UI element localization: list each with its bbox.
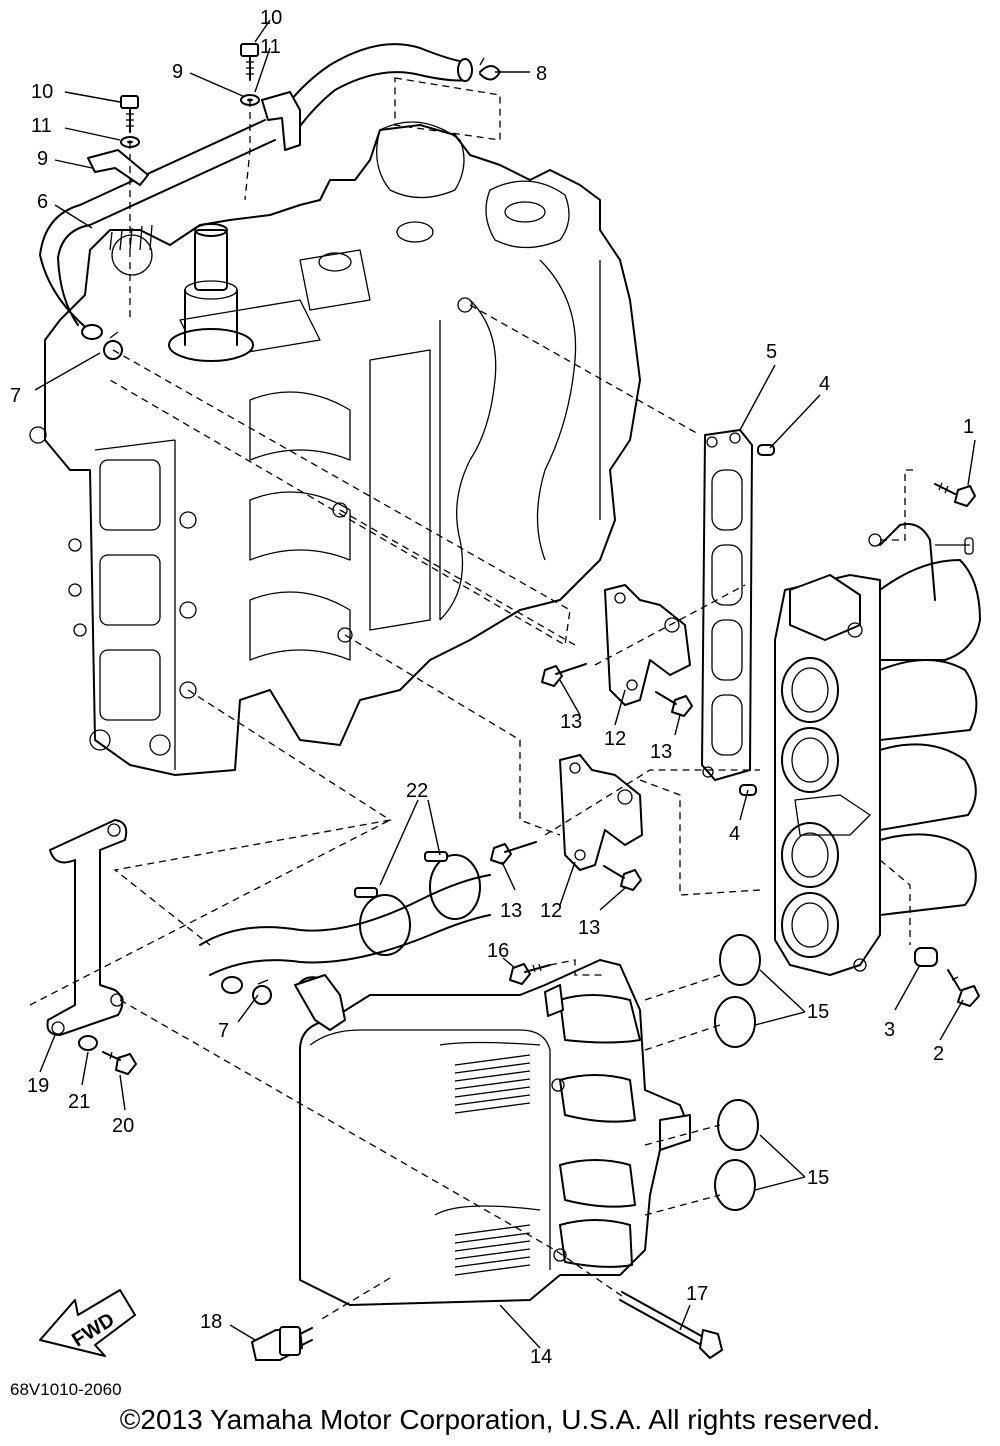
bolt-1: [934, 482, 976, 507]
fwd-arrow-icon: FWD: [39, 1289, 136, 1357]
bracket-12-upper: [604, 584, 691, 706]
callout-22: 22: [406, 780, 428, 802]
callout-15-lower: 15: [807, 1167, 829, 1189]
callout-6: 6: [37, 191, 48, 213]
callout-20: 20: [112, 1115, 134, 1137]
callout-10-left: 10: [31, 81, 53, 103]
intake-manifold-assembly: [774, 523, 981, 976]
bolt-10-left: [120, 95, 139, 133]
seal-15-a: [719, 934, 761, 986]
callout-13-d: 13: [578, 917, 600, 939]
callout-4-upper: 4: [819, 373, 830, 395]
bolt-13-c: [490, 841, 537, 865]
callout-8: 8: [536, 63, 547, 85]
callout-13-b: 13: [650, 741, 672, 763]
stay-bracket-19: [46, 819, 128, 1036]
callout-10-upper: 10: [260, 7, 282, 29]
callout-11-upper: 11: [260, 36, 281, 58]
bolt-10-upper: [240, 43, 259, 81]
callout-12-lower: 12: [540, 900, 562, 922]
bolt-13-a: [541, 663, 587, 687]
callout-9-upper: 9: [172, 61, 183, 83]
callout-21: 21: [68, 1091, 90, 1113]
callout-4-lower: 4: [729, 823, 740, 845]
engine-block: [29, 121, 641, 776]
seal-15-b: [714, 996, 756, 1048]
callout-13-c: 13: [500, 900, 522, 922]
clamp-7-lower: [252, 979, 272, 1005]
callout-7-upper: 7: [10, 385, 21, 407]
bolt-16: [509, 963, 551, 985]
sensor-18: [251, 1326, 313, 1361]
installation-dashes: [29, 77, 915, 1321]
hose-holder-9-left: [87, 149, 149, 186]
clip-8: [479, 57, 501, 81]
bolt-20: [102, 1051, 137, 1075]
callout-2: 2: [933, 1043, 944, 1065]
seal-15-d: [714, 1159, 756, 1211]
intake-hose-with-clamps: [199, 851, 491, 994]
intake-silencer-14: [297, 959, 691, 1306]
collar-3: [914, 947, 938, 967]
copyright-notice: ©2013 Yamaha Motor Corporation, U.S.A. A…: [119, 1404, 881, 1435]
callout-18: 18: [200, 1311, 222, 1333]
callout-19: 19: [27, 1075, 49, 1097]
bolt-13-b: [655, 691, 693, 717]
callout-1: 1: [963, 416, 974, 438]
callout-17: 17: [686, 1283, 708, 1305]
callout-3: 3: [884, 1019, 895, 1041]
callout-9-left: 9: [37, 148, 48, 170]
leader-lines: [34, 19, 976, 1349]
callout-5: 5: [766, 341, 777, 363]
drawing-code: 68V1010-2060: [10, 1380, 122, 1399]
callout-11-left: 11: [31, 115, 52, 137]
bolt-13-d: [603, 865, 642, 891]
hose-holder-9-upper: [261, 91, 301, 151]
callout-7-lower: 7: [218, 1020, 229, 1042]
callout-16: 16: [487, 940, 509, 962]
callout-14: 14: [530, 1346, 552, 1368]
washer-21: [78, 1035, 98, 1051]
bolt-17: [619, 1291, 723, 1359]
seal-15-c: [717, 1099, 759, 1151]
callout-15-upper: 15: [807, 1001, 829, 1023]
callout-13-a: 13: [560, 711, 582, 733]
bracket-12-lower: [559, 754, 643, 871]
bolt-2: [947, 969, 980, 1007]
clamp-7-upper: [103, 331, 123, 360]
hose-fitting: [294, 974, 346, 1031]
callout-12-upper: 12: [604, 728, 626, 750]
intake-gasket-5: [701, 429, 753, 781]
callout-labels: 1 2 3 4 4 5 6 7 7 8 9 9 10 10 11 11 12 1…: [10, 7, 974, 1368]
